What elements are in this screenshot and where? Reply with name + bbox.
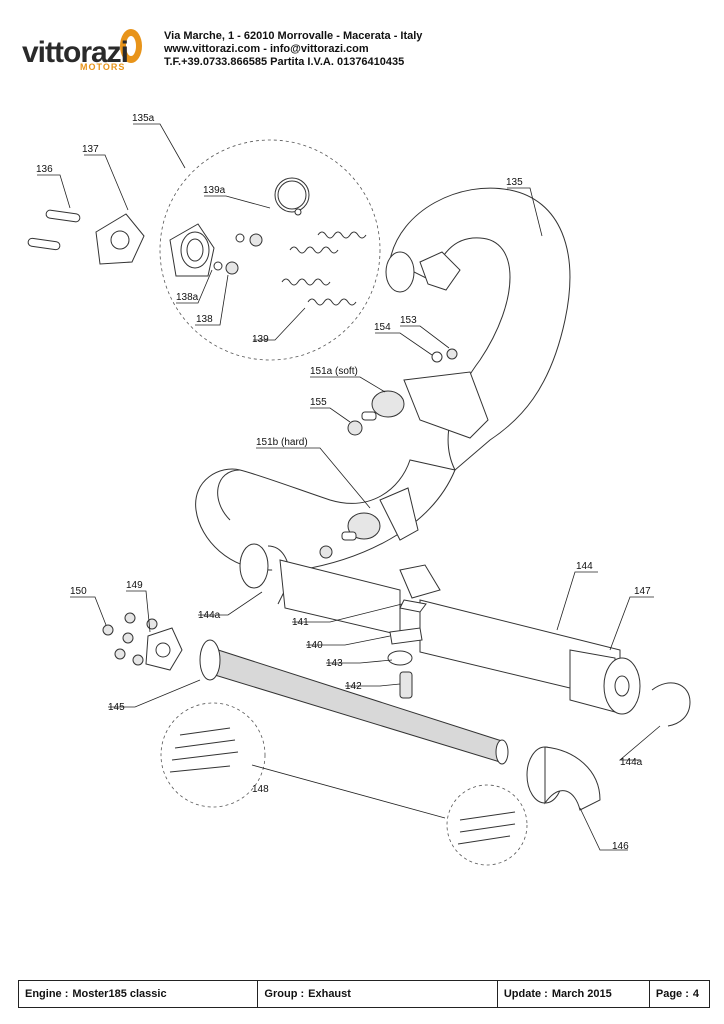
label-150: 150: [70, 586, 87, 597]
label-151a: 151a (soft): [310, 366, 358, 377]
page-label: Page :: [655, 988, 689, 1000]
part-139a-spring: [274, 177, 310, 216]
bracket: [403, 371, 489, 439]
detail-circle-148-left: [160, 702, 266, 808]
group-label: Group :: [264, 988, 305, 1000]
part-155-nut: [347, 420, 363, 436]
label-138: 138: [196, 314, 213, 325]
label-148: 148: [252, 784, 269, 795]
page-cell: Page : 4: [650, 981, 709, 1007]
part-136-pins: [27, 209, 81, 251]
nut: [319, 545, 333, 559]
label-149: 149: [126, 580, 143, 591]
label-143: 143: [326, 658, 343, 669]
label-142: 142: [345, 681, 362, 692]
lower-loop-body: [195, 459, 456, 571]
label-153: 153: [400, 315, 417, 326]
address-line-2: www.vittorazi.com - info@vittorazi.com: [164, 43, 369, 55]
logo-subtext: MOTORS: [80, 62, 126, 72]
part-149-gasket: [145, 627, 183, 671]
label-144a-left: 144a: [198, 610, 221, 621]
label-155: 155: [310, 397, 327, 408]
engine-label: Engine :: [25, 988, 69, 1000]
label-140: 140: [306, 640, 323, 651]
page-value: 4: [692, 988, 700, 1000]
part-153-154-washer-nut: [431, 348, 458, 363]
group-cell: Group : Exhaust: [258, 981, 498, 1007]
part-144-silencer-tube: [279, 559, 621, 701]
part-151a-silent-block: [361, 390, 405, 421]
group-value: Exhaust: [308, 988, 351, 1000]
part-144a-clamp-right: [651, 682, 691, 727]
part-151b-silent-block: [341, 487, 419, 541]
part-146-end-pipe: [526, 746, 601, 811]
parts-140-143-hardware: [387, 599, 427, 699]
label-145: 145: [108, 702, 125, 713]
part-137-gasket: [95, 213, 145, 265]
label-141: 141: [292, 617, 309, 628]
label-139: 139: [252, 334, 269, 345]
part-150-nuts: [102, 612, 158, 666]
part-135-expansion-chamber: [385, 187, 571, 471]
exhaust-drawing: 135a 137 136 139a 138a 138 139 135 154 1…: [27, 113, 691, 866]
label-139a: 139a: [203, 185, 226, 196]
label-154: 154: [374, 322, 391, 333]
part-147-end-cap: [569, 649, 641, 715]
label-144a-right: 144a: [620, 757, 643, 768]
part-139-springs: [281, 231, 367, 306]
label-135a: 135a: [132, 113, 155, 124]
part-138-nuts: [213, 233, 263, 275]
update-label: Update :: [503, 988, 548, 1000]
label-144: 144: [576, 561, 593, 572]
engine-cell: Engine : Moster185 classic: [19, 981, 259, 1007]
logo-text: vittorazi: [22, 36, 129, 69]
leader-lines: [37, 123, 661, 851]
detail-circle-148-right: [446, 784, 528, 866]
label-146: 146: [612, 841, 629, 852]
label-136: 136: [36, 164, 53, 175]
label-137: 137: [82, 144, 99, 155]
part-145-perforated-tube: [199, 639, 509, 765]
label-151b: 151b (hard): [256, 437, 308, 448]
exploded-diagram: 135a 137 136 139a 138a 138 139 135 154 1…: [0, 80, 724, 980]
logo-ring-icon: [120, 29, 142, 63]
title-block: Engine : Moster185 classic Group : Exhau…: [18, 980, 710, 1008]
update-value: March 2015: [551, 988, 612, 1000]
label-138a: 138a: [176, 292, 199, 303]
engine-value: Moster185 classic: [72, 988, 167, 1000]
part-148-rivets: [169, 727, 516, 845]
label-135: 135: [506, 177, 523, 188]
label-147: 147: [634, 586, 651, 597]
page-header: vittorazi MOTORS Via Marche, 1 - 62010 M…: [0, 0, 724, 80]
detail-circle-135a: [159, 139, 381, 361]
part-138a-flange: [169, 223, 215, 277]
address-line-1: Via Marche, 1 - 62010 Morrovalle - Macer…: [164, 30, 423, 42]
address-line-3: T.F.+39.0733.866585 Partita I.V.A. 01376…: [164, 56, 405, 68]
update-cell: Update : March 2015: [498, 981, 650, 1007]
